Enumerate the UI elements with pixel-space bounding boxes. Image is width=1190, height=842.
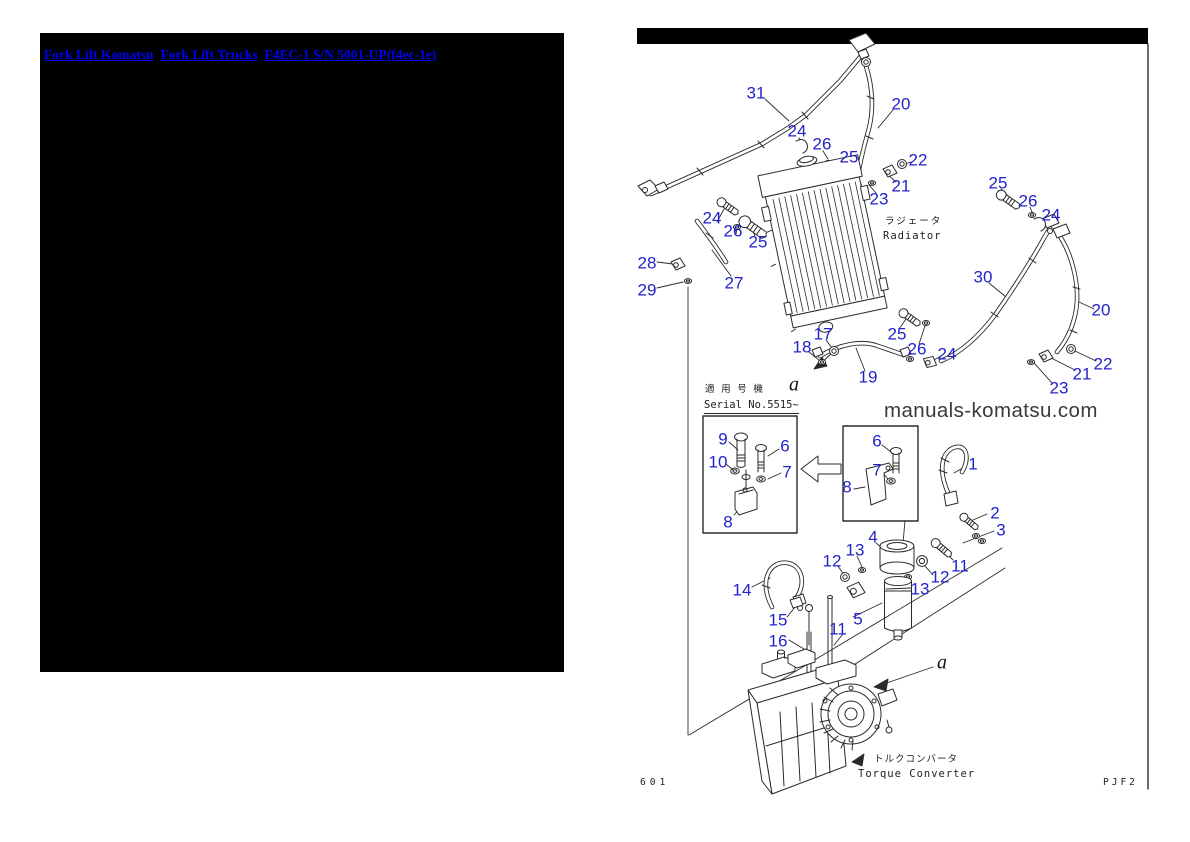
leader-lines [657, 99, 1096, 649]
torque-converter-label-jp: トルクコンバータ [874, 754, 959, 765]
detail-box-left [703, 416, 797, 533]
page-code-left: 601 [640, 777, 670, 788]
detail-box-right [843, 426, 918, 521]
oil-filter-drawing [880, 540, 914, 640]
hoses [651, 56, 1080, 607]
radiator-label-en: Radiator [883, 230, 942, 242]
watermark-text: manuals-komatsu.com [884, 399, 1098, 422]
serial-note-en: Serial No.5515~ [704, 399, 799, 414]
left-black-panel: Fork Lift Komatsu Fork Lift Trucks F4EC-1 … [40, 33, 564, 672]
fittings [638, 33, 1076, 611]
detail-arrow [801, 456, 841, 482]
page-code-right: PJF2 [1103, 777, 1138, 788]
hose-hatch-ticks [697, 96, 1080, 588]
diagram-top-bar [637, 28, 1148, 44]
torque-converter-label-en: Torque Converter [858, 768, 976, 780]
link-fork-lift-trucks[interactable]: Fork Lift Trucks [160, 47, 258, 62]
serial-note-jp: 適 用 号 機 [705, 384, 765, 395]
link-model-serial[interactable]: F4EC-1 S/N 5001-UP(f4ec-1e) [264, 47, 437, 62]
link-fork-lift-komatsu[interactable]: Fork Lift Komatsu [44, 47, 154, 62]
torque-converter-drawing [748, 649, 897, 794]
radiator-label-jp: ラジェータ [885, 216, 943, 227]
breadcrumb-links: Fork Lift Komatsu Fork Lift Trucks F4EC-1 … [44, 47, 443, 63]
radiator-drawing [753, 145, 895, 340]
